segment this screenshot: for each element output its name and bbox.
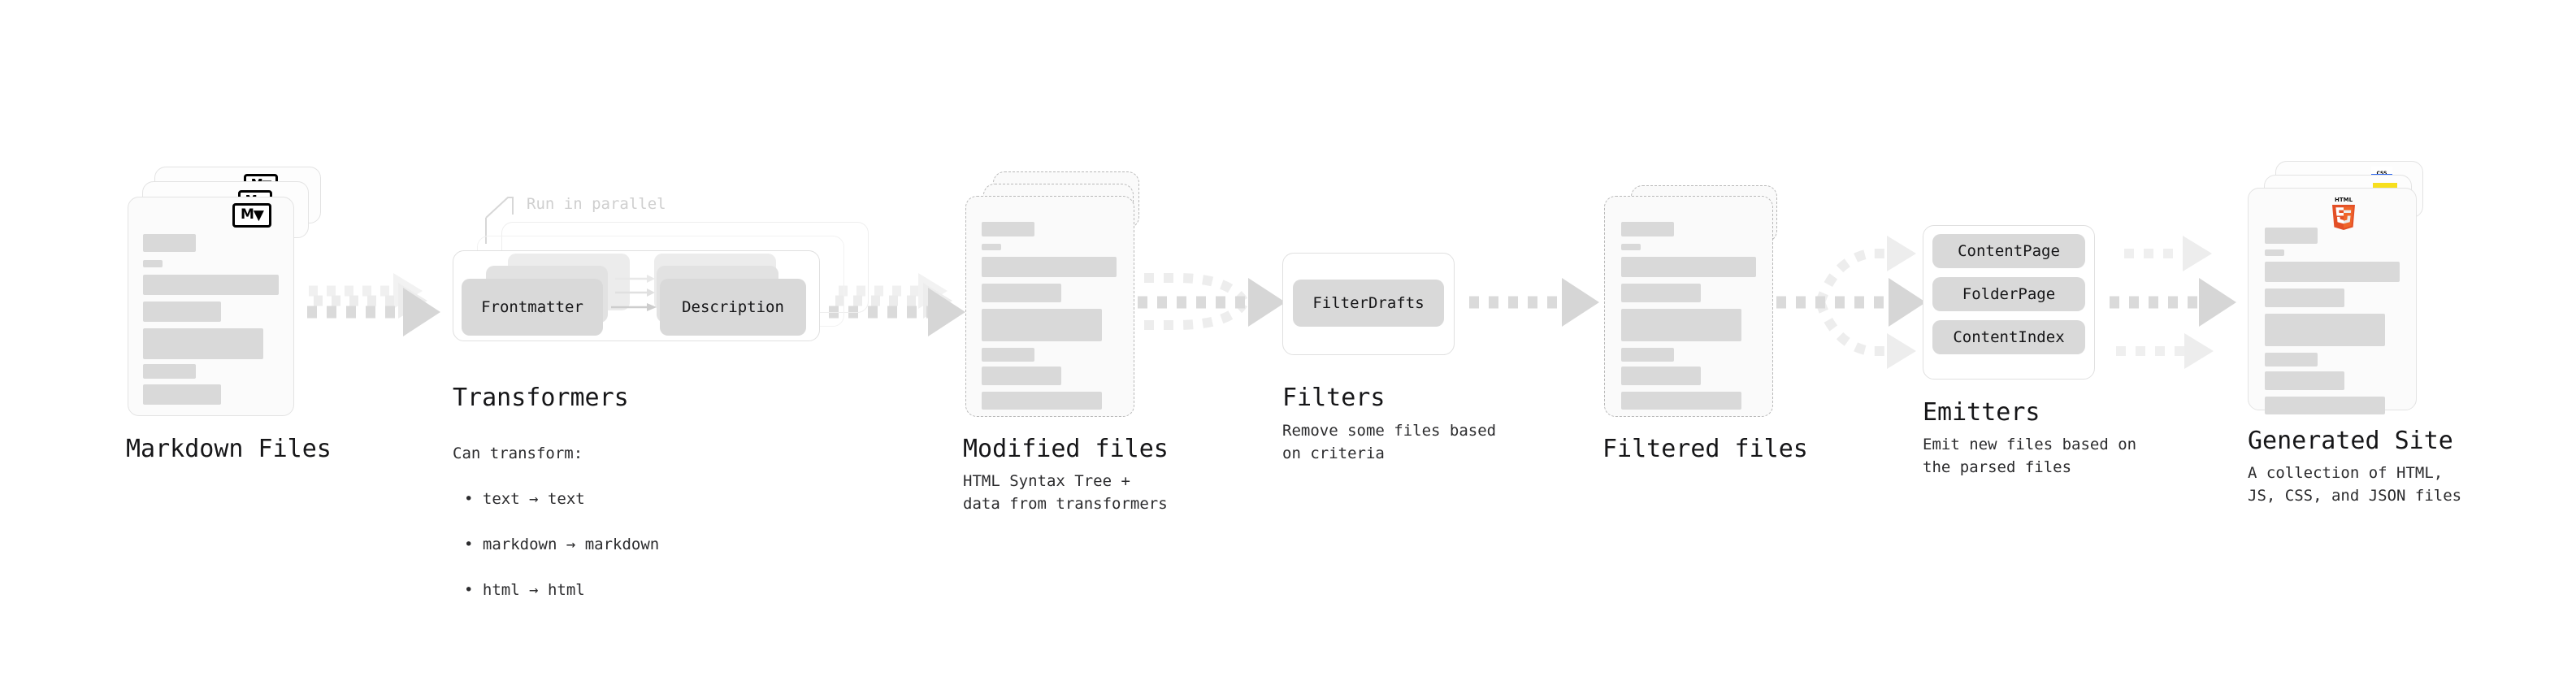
skeleton-line <box>143 364 196 379</box>
transformer-chip-frontmatter-label: Frontmatter <box>481 298 583 316</box>
stage-title-modified-files: Modified files <box>963 435 1169 463</box>
skeleton-line <box>1621 284 1701 302</box>
skeleton-line <box>982 367 1061 385</box>
stage-desc-modified-files: HTML Syntax Tree + data from transformer… <box>963 472 1168 513</box>
connector-modified-to-filters <box>1138 273 1286 330</box>
emitter-chip-folderpage-label: FolderPage <box>1962 285 2056 303</box>
filter-chip-filterdrafts-label: FilterDrafts <box>1312 294 1425 312</box>
skeleton-line <box>2265 262 2400 282</box>
skeleton-line <box>2265 371 2344 390</box>
markdown-card-front <box>128 197 294 416</box>
skeleton-line <box>2265 314 2385 346</box>
skeleton-line <box>982 392 1102 410</box>
skeleton-line <box>1621 257 1756 277</box>
skeleton-line <box>1621 348 1674 362</box>
skeleton-line <box>1621 309 1741 341</box>
html5-icon-svg: HTML <box>2332 197 2355 230</box>
markdown-badge-front: M▼ <box>232 203 271 228</box>
skeleton-line <box>1621 244 1641 250</box>
skeleton-line <box>2265 353 2318 367</box>
stage-desc-filters: Remove some files based on criteria <box>1282 422 1497 462</box>
skeleton-line <box>982 284 1061 302</box>
skeleton-line <box>1621 367 1701 385</box>
emitter-chip-contentindex-label: ContentIndex <box>1953 328 2065 346</box>
emitter-chip-contentpage[interactable]: ContentPage <box>1932 234 2085 268</box>
stage-desc-emitters: Emit new files based on the parsed files <box>1923 436 2137 476</box>
skeleton-line <box>982 309 1102 341</box>
stage-title-generated-site: Generated Site <box>2248 427 2453 455</box>
connector-filters-to-filtered <box>1469 278 1599 327</box>
css-icon-label: CSS <box>2377 171 2387 176</box>
skeleton-line <box>143 234 196 252</box>
transformer-chip-description[interactable]: Description <box>660 279 806 336</box>
skeleton-line <box>143 384 221 405</box>
skeleton-line <box>982 257 1117 277</box>
connector-emitters-to-site <box>2110 236 2236 369</box>
skeleton-line <box>982 244 1001 250</box>
filter-chip-filterdrafts[interactable]: FilterDrafts <box>1293 280 1444 327</box>
transformers-desc-heading: Can transform: <box>453 445 583 462</box>
filtered-card-front <box>1604 196 1773 417</box>
emitter-chip-contentindex[interactable]: ContentIndex <box>1932 320 2085 354</box>
skeleton-line <box>143 328 263 359</box>
transformers-desc-bullet-3: • html → html <box>464 581 585 599</box>
transformer-chip-frontmatter[interactable]: Frontmatter <box>462 279 603 336</box>
stage-title-markdown-files: Markdown Files <box>126 435 332 463</box>
connector-filtered-to-emitters <box>1776 236 1926 369</box>
stage-desc-generated-site: A collection of HTML, JS, CSS, and JSON … <box>2248 464 2462 505</box>
transformers-desc-bullet-1: • text → text <box>464 490 585 508</box>
html5-icon: HTML <box>2330 195 2357 230</box>
skeleton-line <box>143 301 221 322</box>
connector-markdown-to-transformers <box>307 273 440 336</box>
modified-card-front <box>965 196 1134 417</box>
transformer-chip-description-label: Description <box>682 298 784 316</box>
stage-desc-transformers: Can transform: • text → text • markdown … <box>453 419 659 624</box>
emitter-chip-folderpage[interactable]: FolderPage <box>1932 277 2085 311</box>
stage-title-transformers: Transformers <box>453 384 629 412</box>
skeleton-line <box>143 260 163 267</box>
emitter-chip-contentpage-label: ContentPage <box>1958 242 2060 260</box>
skeleton-line <box>2265 397 2385 414</box>
skeleton-line <box>982 222 1034 236</box>
stage-title-filters: Filters <box>1282 384 1386 412</box>
markdown-badge-label-front: M <box>241 206 254 223</box>
generated-card-front <box>2248 188 2417 414</box>
html5-icon-wordmark: HTML <box>2335 197 2353 203</box>
skeleton-line <box>1621 222 1674 236</box>
stage-title-emitters: Emitters <box>1923 398 2040 427</box>
run-in-parallel-label: Run in parallel <box>527 195 666 213</box>
skeleton-line <box>2265 249 2284 256</box>
skeleton-line <box>143 275 279 295</box>
skeleton-line <box>2265 288 2344 307</box>
skeleton-line <box>982 348 1034 362</box>
skeleton-line <box>1621 392 1741 410</box>
transformers-desc-bullet-2: • markdown → markdown <box>464 536 660 553</box>
stage-title-filtered-files: Filtered files <box>1602 435 1808 463</box>
skeleton-line <box>2265 228 2318 244</box>
